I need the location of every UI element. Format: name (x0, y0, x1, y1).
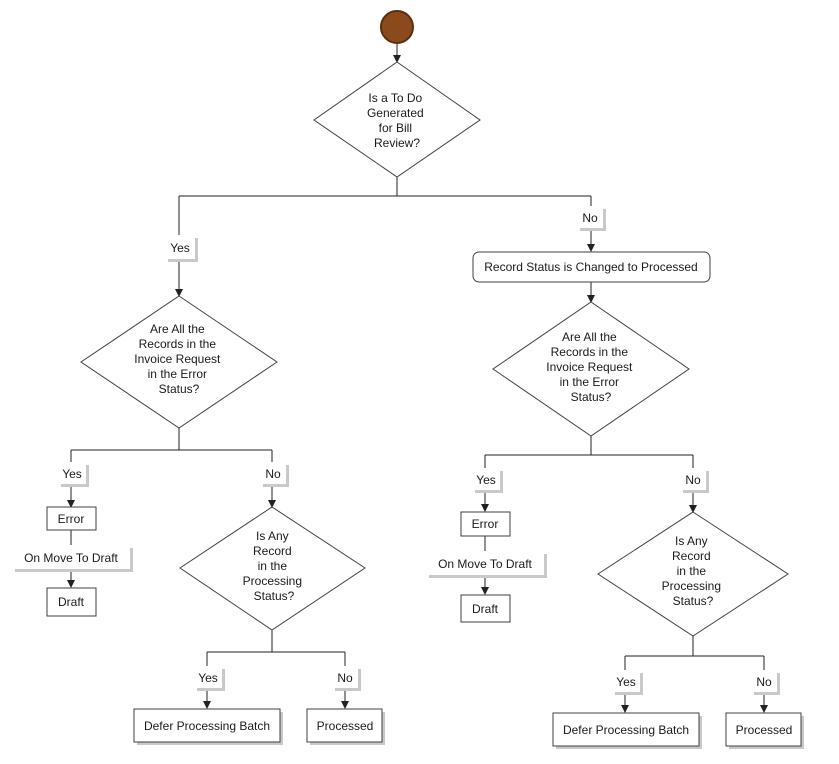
label-yes-right-2: Yes (472, 468, 503, 493)
decision-text-line: Invoice Request (546, 360, 633, 374)
error-box-right: Error (460, 511, 511, 537)
decision-text-line: for Bill (379, 121, 412, 135)
svg-text:Draft: Draft (58, 595, 85, 609)
svg-text:Yes: Yes (616, 675, 636, 689)
decision-bill-review: Is a To Do Generated for Bill Review? (313, 61, 481, 178)
svg-text:Yes: Yes (62, 467, 82, 481)
svg-text:Is Any Record in t: Is Any Record in the Processing Status? (662, 534, 725, 608)
svg-text:Are All the Records in t: Are All the Records in the Invoice Reque… (134, 322, 223, 396)
decision-text-line: Are All the (150, 322, 205, 336)
svg-text:On Move To Draft: On Move To Draft (24, 551, 118, 565)
decision-text-line: Record (672, 549, 711, 563)
svg-text:Is Any Record in t: Is Any Record in the Processing Status? (243, 529, 306, 603)
decision-error-status-left: Are All the Records in the Invoice Reque… (80, 295, 278, 429)
label-yes-left-2: Yes (58, 462, 89, 487)
svg-text:No: No (685, 473, 701, 487)
defer-processing-box-left: Defer Processing Batch (133, 708, 283, 745)
decision-text-line: Status? (673, 594, 714, 608)
move-to-draft-label-left: On Move To Draft (12, 545, 133, 572)
decision-processing-left: Is Any Record in the Processing Status? (179, 506, 366, 631)
decision-text-line: Review? (374, 136, 420, 150)
decision-text-line: Status? (159, 382, 200, 396)
error-box-left: Error (46, 506, 97, 531)
svg-text:Processed: Processed (317, 719, 374, 733)
label-no-left-2: No (260, 462, 289, 487)
svg-text:No: No (756, 675, 772, 689)
svg-text:Error: Error (472, 517, 499, 531)
record-status-box: Record Status is Changed to Processed (472, 251, 711, 283)
decision-processing-right: Is Any Record in the Processing Status? (597, 511, 789, 637)
label-yes-left: Yes (165, 235, 198, 262)
decision-text-line: in the Error (148, 367, 207, 381)
decision-text-line: Is a To Do (368, 91, 422, 105)
decision-text-line: Records in the (139, 337, 217, 351)
decision-text-line: Is Any (256, 529, 289, 543)
svg-text:On Move To Draft: On Move To Draft (438, 557, 532, 571)
label-yes-left-3: Yes (194, 666, 225, 691)
defer-processing-box-right: Defer Processing Batch (552, 712, 702, 749)
svg-text:Are All the Records in t: Are All the Records in the Invoice Reque… (546, 330, 635, 404)
svg-text:Yes: Yes (198, 671, 218, 685)
decision-text-line: Processing (662, 579, 721, 593)
draft-box-left: Draft (46, 587, 97, 617)
svg-text:Defer Processing Batch: Defer Processing Batch (144, 719, 270, 733)
decision-text-line: in the (258, 559, 288, 573)
processed-box-left: Processed (306, 708, 385, 745)
decision-text-line: in the (677, 564, 707, 578)
svg-text:Yes: Yes (476, 473, 496, 487)
decision-text-line: Generated (367, 106, 424, 120)
processed-box-right: Processed (725, 712, 804, 749)
label-no-right-2: No (680, 468, 709, 493)
decision-text-line: Status? (254, 589, 295, 603)
start-node (380, 10, 414, 44)
decision-text-line: Processing (243, 574, 302, 588)
svg-text:Record Status is Changed to Pr: Record Status is Changed to Processed (484, 260, 697, 274)
draft-box-right: Draft (460, 594, 511, 623)
label-no-left-3: No (332, 666, 361, 691)
svg-text:Processed: Processed (736, 723, 793, 737)
decision-text-line: Is Any (675, 534, 708, 548)
svg-text:Yes: Yes (170, 241, 190, 255)
decision-text-line: Status? (571, 390, 612, 404)
decision-text-line: Records in the (551, 345, 629, 359)
svg-text:No: No (337, 671, 353, 685)
decision-text-line: Are All the (562, 330, 617, 344)
svg-text:Is a To Do Generated: Is a To Do Generated for Bill Review? (367, 91, 427, 150)
label-no-right-3: No (751, 670, 780, 695)
label-no-right: No (577, 206, 606, 231)
svg-text:Draft: Draft (472, 602, 499, 616)
svg-text:Error: Error (58, 512, 85, 526)
svg-text:Defer Processing Batch: Defer Processing Batch (563, 723, 689, 737)
move-to-draft-label-right: On Move To Draft (426, 551, 547, 578)
svg-text:No: No (265, 467, 281, 481)
decision-text-line: Invoice Request (134, 352, 221, 366)
decision-error-status-right: Are All the Records in the Invoice Reque… (492, 301, 690, 437)
decision-text-line: Record (253, 544, 292, 558)
decision-text-line: in the Error (560, 375, 619, 389)
label-yes-right-3: Yes (612, 670, 643, 695)
svg-text:No: No (582, 211, 598, 225)
